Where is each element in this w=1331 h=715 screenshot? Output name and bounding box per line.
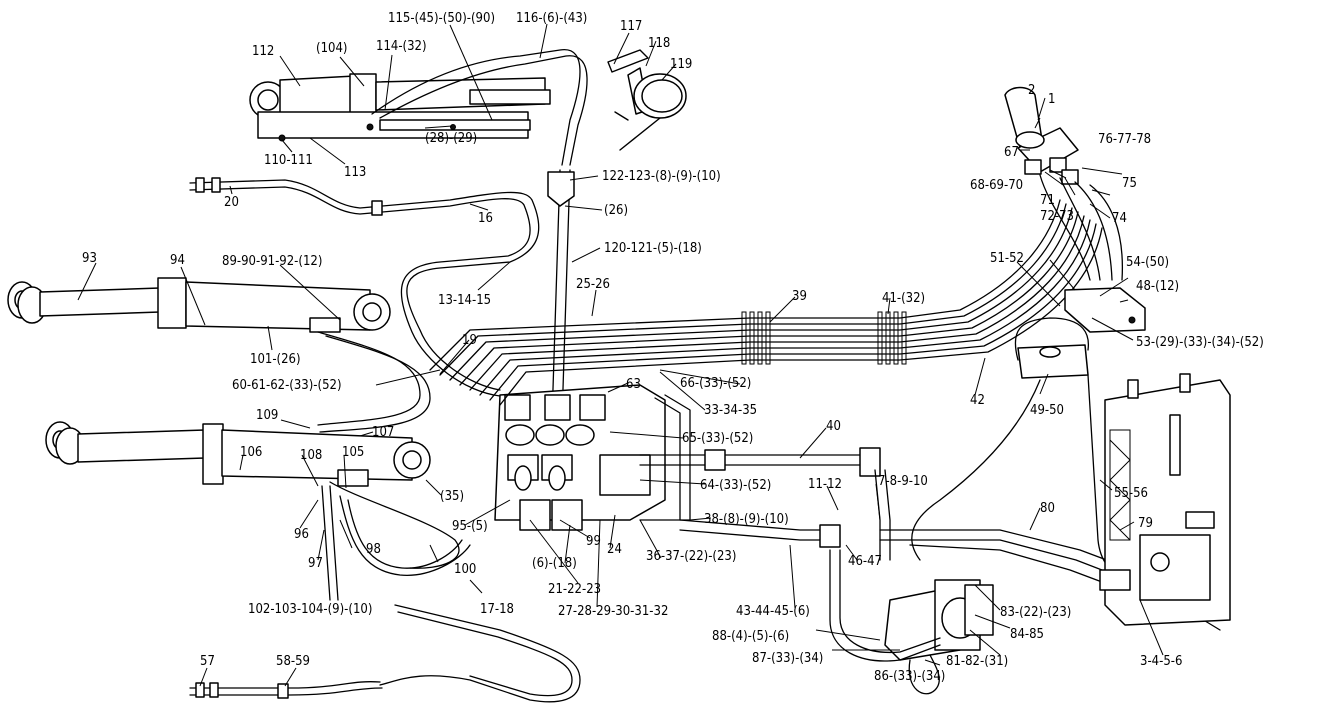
hydraulic-tank: [1099, 373, 1231, 626]
callout-71: 71: [1040, 193, 1055, 208]
pump-assembly: [884, 579, 994, 661]
callout-94: 94: [170, 253, 185, 268]
callout-40: 40: [826, 419, 841, 434]
callout-96: 96: [294, 527, 309, 542]
callout-117: 117: [620, 19, 642, 34]
callout-64: 64-(33)-(52): [700, 478, 771, 493]
callout-102: 102-103-104-(9)-(10): [248, 602, 372, 617]
callout-114: 114-(32): [376, 39, 427, 54]
callout-116: 116-(6)-(43): [516, 11, 587, 26]
callout-97: 97: [308, 556, 323, 571]
callout-7: 7-8-9-10: [878, 474, 928, 489]
callout-87: 87-(33)-(34): [752, 651, 823, 666]
callout-108: 108: [300, 448, 322, 463]
callout-46: 46-47: [848, 554, 882, 569]
callout-98: 98: [366, 542, 381, 557]
callout-84: 84-85: [1010, 627, 1044, 642]
callout-122: 122-123-(8)-(9)-(10): [602, 169, 721, 184]
callout-25: 25-26: [576, 277, 610, 292]
callout-86: 86-(33)-(34): [874, 669, 945, 684]
callout-75: 75: [1122, 176, 1137, 191]
callout-67: 67: [1004, 145, 1019, 160]
callout-3: 3-4-5-6: [1140, 654, 1182, 669]
callout-60: 60-61-62-(33)-(52): [232, 378, 342, 393]
hose-bundle: [429, 199, 1103, 406]
control-valve-block: [494, 384, 666, 531]
callout-19: 19: [462, 333, 477, 348]
callout-115: 115-(45)-(50)-(90): [388, 11, 495, 26]
detail-117-119: [607, 49, 687, 151]
callout-33: 33-34-35: [704, 403, 757, 418]
callout-107: 107: [372, 425, 394, 440]
callout-100: 100: [454, 562, 476, 577]
callout-93: 93: [82, 251, 97, 266]
callout-24: 24: [607, 542, 622, 557]
callout-38: 38-(8)-(9)-(10): [704, 512, 789, 527]
callout-2: 2: [1028, 83, 1035, 98]
callout-13: 13-14-15: [438, 293, 491, 308]
callout-35: (35): [440, 489, 464, 504]
callout-89: 89-90-91-92-(12): [222, 254, 322, 269]
callout-58: 58-59: [276, 654, 310, 669]
callout-42: 42: [970, 393, 985, 408]
callout-48: 48-(12): [1136, 279, 1179, 294]
callout-119: 119: [670, 57, 692, 72]
callout-80: 80: [1040, 501, 1055, 516]
callout-41: 41-(32): [882, 291, 925, 306]
callout-106: 106: [240, 445, 262, 460]
callout-17: 17-18: [480, 602, 514, 617]
callout-26a: (26): [604, 203, 628, 218]
callout-43: 43-44-45-(6): [736, 604, 810, 619]
callout-labels: 1 2 112 (104) 114-(32) 115-(45)-(50)-(90…: [82, 11, 1264, 684]
callout-63: 63: [626, 377, 641, 392]
callout-79: 79: [1138, 516, 1153, 531]
callout-36: 36-37-(22)-(23): [646, 549, 736, 564]
callout-65: 65-(33)-(52): [682, 431, 753, 446]
callout-112: 112: [252, 44, 274, 59]
callout-104: (104): [316, 41, 347, 56]
callout-20: 20: [224, 195, 239, 210]
callout-113: 113: [344, 165, 366, 180]
callout-88: 88-(4)-(5)-(6): [712, 629, 789, 644]
callout-99: 99: [586, 534, 601, 549]
callout-76: 76-77-78: [1098, 132, 1151, 147]
callout-105: 105: [342, 445, 364, 460]
callout-54: 54-(50): [1126, 255, 1169, 270]
callout-1: 1: [1048, 92, 1055, 107]
callout-28: (28)-(29): [425, 131, 477, 146]
callout-120: 120-121-(5)-(18): [604, 241, 702, 256]
callout-72: 72-73: [1040, 209, 1074, 224]
callout-81: 81-82-(31): [946, 654, 1008, 669]
callout-27: 27-28-29-30-31-32: [558, 604, 668, 619]
callout-101: 101-(26): [250, 352, 301, 367]
callout-110: 110-111: [264, 153, 313, 168]
callout-21: 21-22-23: [548, 582, 601, 597]
callout-11: 11-12: [808, 477, 842, 492]
callout-53: 53-(29)-(33)-(34)-(52): [1136, 335, 1264, 350]
callout-83: 83-(22)-(23): [1000, 605, 1071, 620]
callout-6: (6)-(18): [532, 556, 577, 571]
callout-118: 118: [648, 36, 670, 51]
cylinder-93-94: [7, 277, 391, 333]
callout-95: 95-(5): [452, 519, 488, 534]
callout-74: 74: [1112, 211, 1127, 226]
leader-lines: [77, 23, 1164, 687]
callout-51: 51-52: [990, 251, 1024, 266]
cylinder-106: [45, 421, 431, 487]
callout-68: 68-69-70: [970, 178, 1023, 193]
callout-66: 66-(33)-(52): [680, 376, 751, 391]
callout-49: 49-50: [1030, 403, 1064, 418]
joystick-assembly: [1004, 86, 1079, 185]
callout-39: 39: [792, 289, 807, 304]
callout-109: 109: [256, 408, 278, 423]
callout-55: 55-56: [1114, 486, 1148, 501]
callout-16: 16: [478, 211, 493, 226]
callout-57: 57: [200, 654, 215, 669]
